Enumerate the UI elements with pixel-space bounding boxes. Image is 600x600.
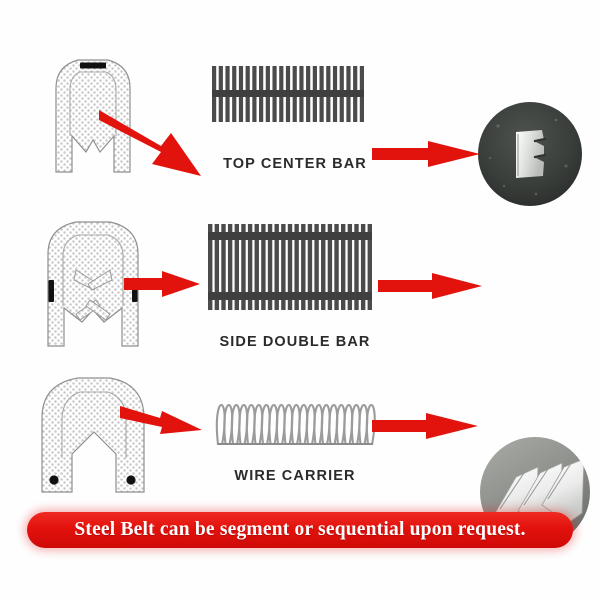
coiled-wire-graphic xyxy=(215,403,376,446)
belt-tooth xyxy=(307,224,313,310)
center-rail-comb-graphic xyxy=(212,66,364,122)
belt-tooth xyxy=(274,224,279,310)
belt-tooth xyxy=(354,224,359,310)
arrow-profile-to-belt xyxy=(120,404,204,438)
belt-tooth xyxy=(234,224,239,310)
belt-tooth xyxy=(341,224,346,310)
u-channel-seal-profile-top-center xyxy=(18,40,168,190)
belt-tooth xyxy=(221,224,226,310)
banner-text: Steel Belt can be segment or sequential … xyxy=(74,519,526,540)
row-side-double-bar: SIDE DOUBLE BAR xyxy=(0,210,600,547)
u-channel-seal-profile-wire-carrier xyxy=(18,370,168,520)
belt-tooth xyxy=(208,224,213,310)
belt-tooth xyxy=(367,224,372,310)
arrow-profile-to-belt xyxy=(124,270,202,298)
belt-tooth xyxy=(334,224,339,310)
row-wire-carrier: WIRE CARRIER xyxy=(0,370,600,505)
belt-tooth xyxy=(327,224,333,310)
belt-tooth xyxy=(261,224,266,310)
steel-belt-note-banner: Steel Belt can be segment or sequential … xyxy=(27,512,573,548)
belt-tooth xyxy=(321,224,326,310)
black-round-wire-dots xyxy=(49,475,136,485)
belt-tooth xyxy=(301,224,306,310)
belt-label-wire-carrier: WIRE CARRIER xyxy=(234,468,356,484)
belt-tooth xyxy=(287,224,293,310)
belt-tooth xyxy=(347,224,353,310)
arrow-belt-to-photo xyxy=(378,272,484,300)
belt-label-top-center-bar: TOP CENTER BAR xyxy=(223,156,367,172)
arrow-belt-to-photo xyxy=(372,412,480,440)
belt-tooth xyxy=(214,224,220,310)
belt-tooth xyxy=(314,224,319,310)
double-rail-comb-graphic xyxy=(208,224,372,310)
row-top-center-bar: TOP CENTER BAR xyxy=(0,40,600,206)
arrow-profile-to-belt xyxy=(97,106,203,182)
belt-tooth xyxy=(254,224,259,310)
belt-cell-wire-carrier: WIRE CARRIER xyxy=(200,370,390,520)
belt-tooth xyxy=(241,224,246,310)
belt-cell-top-center-bar: TOP CENTER BAR xyxy=(200,40,390,190)
belt-tooth xyxy=(281,224,286,310)
black-top-center-bar-marker xyxy=(80,62,106,69)
belt-cell-side-double-bar: SIDE DOUBLE BAR xyxy=(200,210,390,360)
belt-tooth xyxy=(267,224,273,310)
belt-label-side-double-bar: SIDE DOUBLE BAR xyxy=(219,334,371,350)
arrow-belt-to-photo xyxy=(372,140,482,168)
belt-tooth xyxy=(227,224,233,310)
belt-tooth xyxy=(360,224,366,310)
steel-belt-photo-top-center-bar xyxy=(478,102,582,206)
belt-tooth xyxy=(247,224,253,310)
belt-tooth xyxy=(294,224,299,310)
